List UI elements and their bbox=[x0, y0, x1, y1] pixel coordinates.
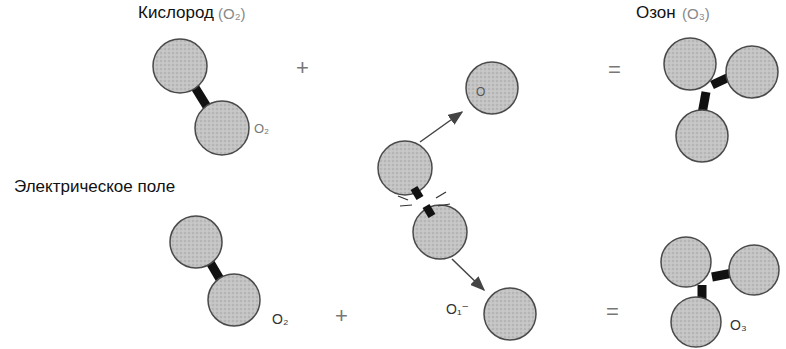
formula-label: O₂ bbox=[254, 122, 269, 136]
formula-label: O bbox=[476, 86, 485, 99]
heading-text: Кислород bbox=[138, 4, 214, 23]
operator-sign: = bbox=[608, 58, 621, 82]
formula-label: (O₃) bbox=[682, 6, 710, 23]
operator-sign: = bbox=[606, 300, 619, 324]
operator-sign: + bbox=[296, 56, 309, 80]
heading-text: Озон bbox=[636, 4, 676, 23]
operator-sign: + bbox=[335, 304, 348, 328]
formula-label: O₃ bbox=[730, 318, 747, 333]
formula-label: (O₂) bbox=[218, 6, 245, 23]
formula-label: O₁⁻ bbox=[446, 302, 469, 317]
formula-label: O₂ bbox=[272, 312, 288, 327]
field-label: Электрическое поле bbox=[14, 178, 175, 197]
